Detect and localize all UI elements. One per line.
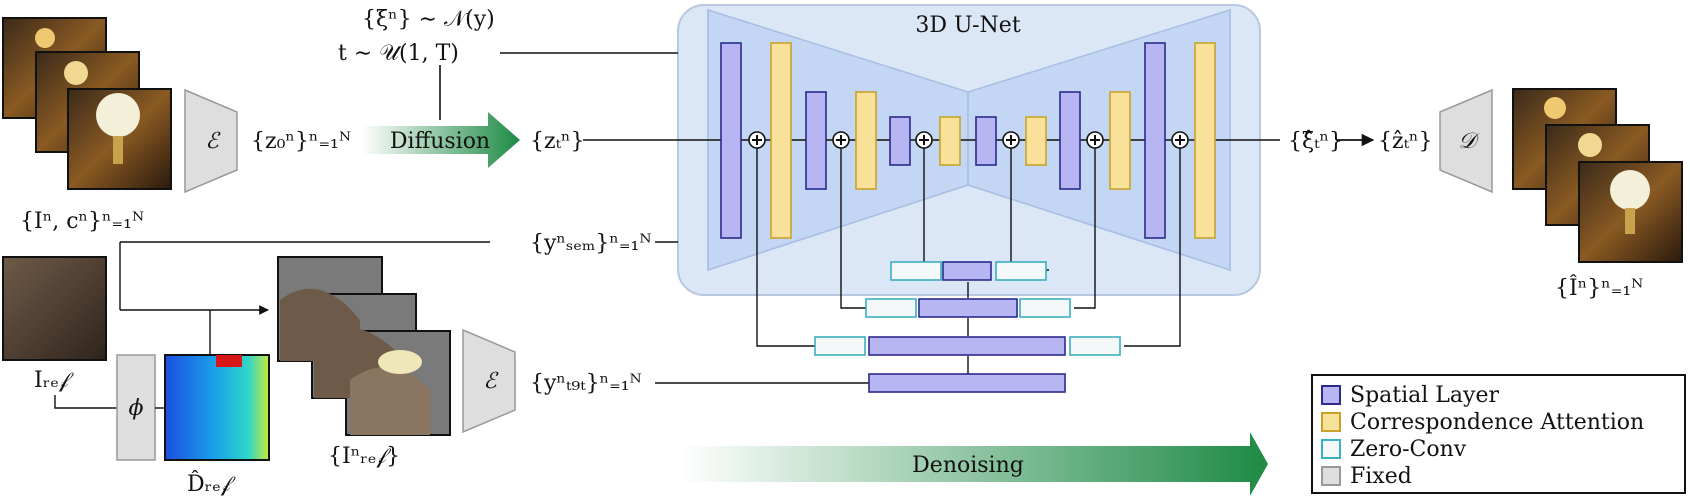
output-image-stack [1512,88,1683,263]
legend-label: Correspondence Attention [1350,410,1644,435]
decoder-trapezoid [1439,88,1493,194]
output-label: {Îⁿ}ⁿ₌₁ᴺ [1555,274,1643,301]
attention-block [939,116,961,166]
zero-conv-block [995,261,1047,281]
phi-symbol: ϕ [129,396,144,421]
input-image-stack [2,17,172,190]
diffusion-label: Diffusion [390,129,490,154]
z0-label: {z₀ⁿ}ⁿ₌₁ᴺ [251,129,351,154]
depth-map-highlight [216,355,242,367]
spatial-layer-block [868,373,1066,393]
adder-crosses [752,135,1185,145]
spatial-layer-block [720,42,742,239]
encoder-bottom-symbol: ℰ [483,369,499,394]
spatial-layer-block [1144,42,1166,239]
attention-block [1025,116,1047,166]
unet-title: 3D U-Net [915,13,1020,38]
spatial-layer-block [868,336,1066,356]
iref-n-label: {Iⁿᵣₑ𝒻} [328,444,400,469]
attention-block [855,91,877,190]
dref-label: D̂ᵣₑ𝒻 [187,471,236,497]
spatial-layer-block [918,298,1018,318]
iref-label: Iᵣₑ𝒻 [34,368,74,393]
zero-conv-block [1069,336,1121,356]
noise-xi-label: {ξⁿ} ∼ 𝒩(y) [362,7,495,32]
decoder-symbol: 𝒟 [1458,129,1480,154]
attention-block [1109,91,1131,190]
zt-label: {zₜⁿ} [530,129,585,154]
iref-to-phi-line [54,395,117,409]
encoder-symbol: ℰ [205,129,221,154]
zero-conv-block [1019,298,1071,318]
encoder-trapezoid [184,88,238,194]
zero-conv-block [865,298,917,318]
spatial-layer-block [1059,91,1081,190]
reference-image [2,256,107,361]
diffusion-arrow [362,112,520,168]
legend-swatch [1321,439,1341,459]
z-hat-label: {ẑₜⁿ} [1378,129,1433,154]
denoising-arrow [680,432,1268,496]
denoising-label: Denoising [912,453,1024,478]
spatial-layer-block [942,261,992,281]
legend-swatch [1321,385,1341,405]
images-cams-label: {Iⁿ, cⁿ}ⁿ₌₁ᴺ [20,209,144,234]
attention-block [770,42,792,239]
depth-map [164,354,270,461]
spatial-layer-block [975,116,997,166]
zero-conv-block [890,261,942,281]
ytgt-label: {yⁿₜ₉ₜ}ⁿ₌₁ᴺ [530,371,642,396]
legend-box [1311,374,1686,494]
attention-block [1194,42,1216,239]
legend-swatch [1321,412,1341,432]
xi-hat-label: {ξ̂ₜⁿ} [1288,129,1343,154]
legend-label: Zero-Conv [1350,437,1467,462]
legend-swatch [1321,466,1341,486]
legend-label: Spatial Layer [1350,383,1499,408]
encoder-bottom-trapezoid [462,328,516,434]
noise-t-label: t ∼ 𝒰(1, T) [338,41,459,66]
zero-conv-block [814,336,866,356]
spatial-layer-block [805,91,827,190]
spatial-layer-block [889,116,911,166]
warped-reference-stack [277,256,451,436]
legend-label: Fixed [1350,464,1412,489]
ysem-label: {yⁿₛₑₘ}ⁿ₌₁ᴺ [530,231,651,256]
